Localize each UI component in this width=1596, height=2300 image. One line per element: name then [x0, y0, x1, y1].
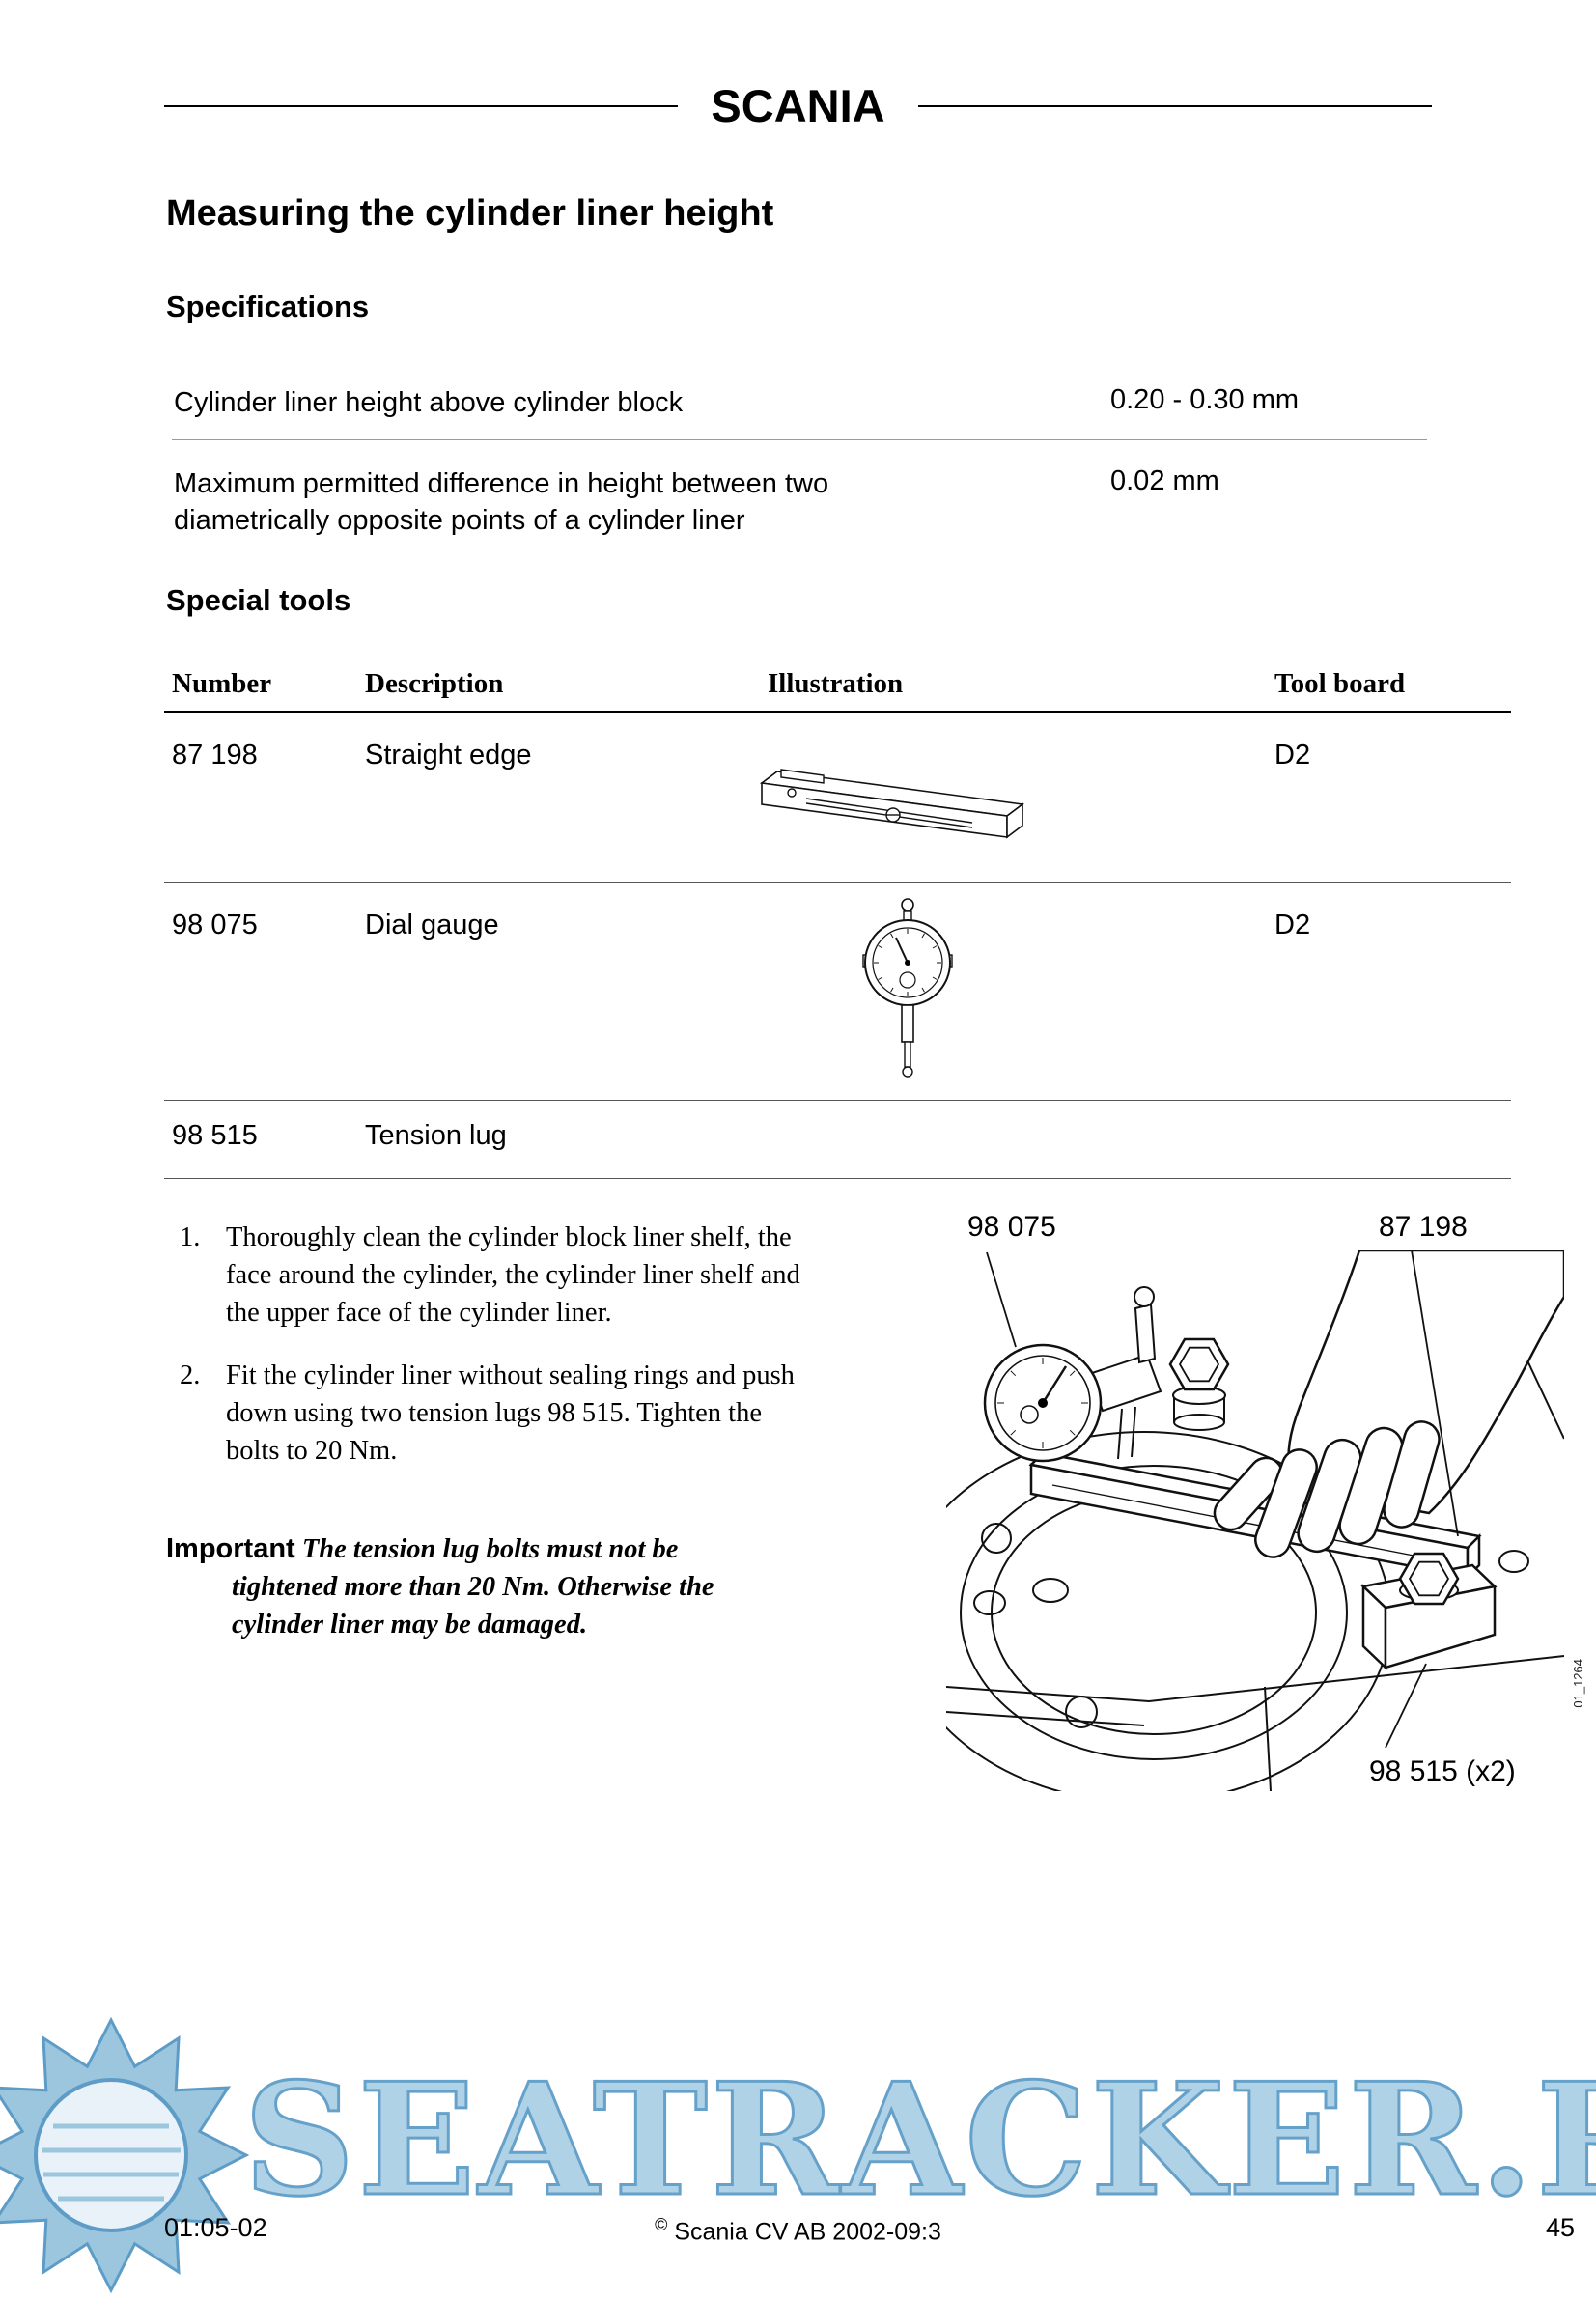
figure-image-code: 01_1264 — [1571, 1659, 1585, 1708]
site-watermark: SEATRACKER.RU — [242, 2048, 1596, 2232]
table-row: 98 075 Dial gauge — [164, 883, 1511, 1101]
special-tools-heading: Special tools — [166, 583, 351, 617]
copyright-line: © Scania CV AB 2002-09:3 — [0, 2215, 1596, 2246]
spec-divider — [172, 439, 1427, 440]
column-header-illustration: Illustration — [768, 668, 904, 699]
tool-description: Straight edge — [365, 740, 532, 771]
list-item: 1. Thoroughly clean the cylinder block l… — [180, 1219, 855, 1332]
step-text: Thoroughly clean the cylinder block line… — [226, 1222, 800, 1328]
spec-row-value: 0.02 mm — [1110, 465, 1219, 496]
tool-description: Dial gauge — [365, 910, 499, 940]
spec-row-value: 0.20 - 0.30 mm — [1110, 384, 1300, 415]
figure-label-dial-gauge: 98 075 — [967, 1211, 1056, 1243]
sun-watermark-icon — [0, 2016, 250, 2294]
figure-label-straight-edge: 87 198 — [1379, 1211, 1468, 1243]
spec-row-label: Cylinder liner height above cylinder blo… — [174, 387, 684, 418]
copyright-symbol: © — [655, 2215, 668, 2234]
table-row: 87 198 Straight edge D2 — [164, 713, 1511, 883]
page-header: SCANIA — [164, 83, 1432, 128]
spec-row-label: Maximum permitted difference in height b… — [174, 468, 829, 536]
step-number: 1. — [180, 1222, 201, 1252]
column-header-number: Number — [172, 668, 272, 699]
scania-logo: SCANIA — [711, 80, 885, 131]
document-number: 01:05-02 — [164, 2213, 267, 2242]
column-header-description: Description — [365, 668, 504, 699]
straight-edge-illustration-icon — [705, 713, 1110, 882]
header-rule-right — [917, 104, 1432, 107]
table-row: 98 515 Tension lug — [164, 1101, 1511, 1179]
list-item: 2. Fit the cylinder liner without sealin… — [180, 1357, 855, 1470]
copyright-text: Scania CV AB 2002-09:3 — [674, 2218, 941, 2246]
special-tools-header-row: Number Description Illustration Tool boa… — [164, 655, 1511, 713]
tool-board-location: D2 — [1274, 910, 1311, 940]
header-rule-left — [164, 104, 679, 107]
page-number: 45 — [1545, 2213, 1575, 2242]
page-title: Measuring the cylinder liner height — [166, 193, 774, 234]
tool-number: 98 075 — [172, 910, 258, 940]
tool-description: Tension lug — [365, 1120, 507, 1151]
tool-number: 87 198 — [172, 740, 258, 771]
step-number: 2. — [180, 1360, 201, 1390]
dial-gauge-illustration-icon — [705, 883, 1110, 1100]
tool-number: 98 515 — [172, 1120, 258, 1151]
specifications-heading: Specifications — [166, 290, 370, 323]
special-tools-table: Number Description Illustration Tool boa… — [164, 655, 1511, 1179]
step-text: Fit the cylinder liner without sealing r… — [226, 1360, 795, 1466]
column-header-tool-board: Tool board — [1274, 668, 1406, 699]
important-text: The tension lug bolts must not be tighte… — [232, 1534, 714, 1640]
figure-label-tension-lug: 98 515 (x2) — [1369, 1755, 1516, 1787]
cylinder-liner-measurement-figure — [946, 1250, 1564, 1791]
tool-board-location: D2 — [1274, 740, 1311, 771]
instruction-steps: 1. Thoroughly clean the cylinder block l… — [180, 1219, 855, 1495]
important-note: Important The tension lug bolts must not… — [166, 1530, 784, 1643]
important-label: Important — [166, 1533, 295, 1564]
